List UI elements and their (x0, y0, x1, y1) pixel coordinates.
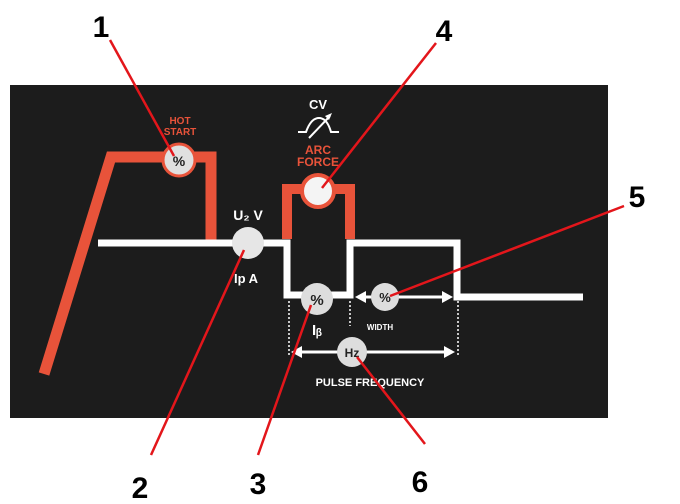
leader-line-1 (108, 39, 176, 157)
width-arrow-left-head (355, 291, 366, 303)
pulse-frequency-label: PULSE FREQUENCY (316, 377, 425, 389)
control-panel (10, 85, 608, 418)
leader-line-2 (149, 249, 246, 456)
hot-start-knob[interactable]: % (161, 142, 197, 178)
pulse-waveform (98, 239, 583, 301)
width-knob-symbol: % (379, 290, 391, 305)
ip-a-label: Ip A (234, 271, 259, 286)
hot-start-curve (38, 151, 217, 376)
width-arrow-right-head (442, 291, 453, 303)
callout-number-3: 3 (250, 468, 267, 501)
frequency-arrow-right-head (444, 346, 455, 358)
callout-number-6: 6 (412, 466, 429, 499)
callout-number-4: 4 (436, 15, 453, 48)
cv-symbol-icon (298, 116, 339, 133)
ib-knob[interactable]: % (301, 283, 333, 315)
cv-label: CV (309, 97, 327, 112)
frequency-knob-symbol: Hz (345, 346, 360, 360)
hot-start-knob-symbol: % (173, 153, 186, 169)
width-knob[interactable]: % (371, 283, 399, 311)
leader-line-4 (321, 42, 437, 189)
cv-adjust-arrowhead-icon (325, 113, 332, 120)
leader-line-6 (356, 356, 426, 445)
callout-number-5: 5 (629, 181, 646, 214)
frequency-arrow-left-head (291, 346, 302, 358)
u2v-ip-knob[interactable] (232, 227, 264, 259)
width-label: WIDTH (367, 323, 393, 332)
u2v-label: U₂ V (233, 207, 263, 223)
ib-label: Iᵦ (312, 322, 322, 339)
hot-start-label-line1: HOT (169, 116, 190, 127)
arc-force-label-line2: FORCE (297, 155, 339, 169)
hot-start-label-line2: START (164, 127, 197, 138)
leader-line-5 (389, 204, 625, 298)
ib-knob-symbol: % (310, 292, 323, 309)
leader-line-3 (256, 304, 313, 456)
cv-adjust-arrow-icon (308, 115, 331, 139)
arc-force-label-line1: ARC (305, 143, 331, 157)
callout-number-2: 2 (132, 472, 149, 504)
callout-number-1: 1 (93, 11, 110, 44)
